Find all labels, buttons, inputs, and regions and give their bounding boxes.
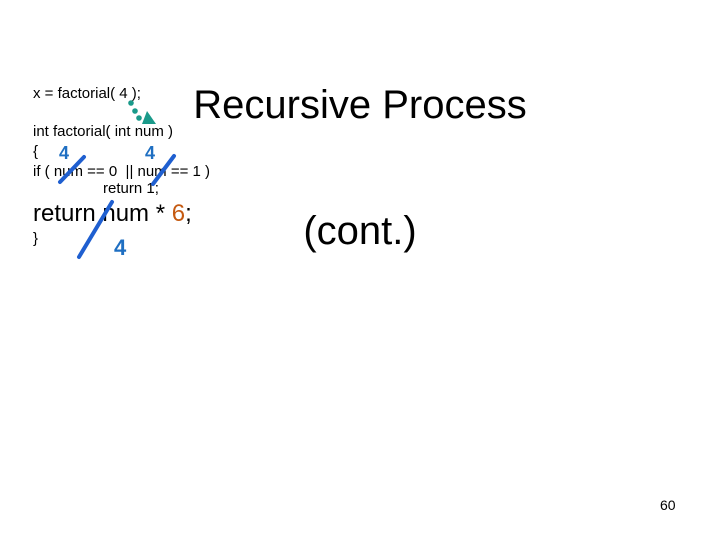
slide-title: Recursive Process (cont.) bbox=[170, 0, 550, 336]
return-value-highlight: 6 bbox=[171, 200, 186, 227]
return-recursive-statement: return num * 6; bbox=[33, 200, 192, 228]
page-number: 60 bbox=[660, 497, 676, 513]
call-statement: x = factorial( 4 ); bbox=[33, 85, 141, 102]
title-line-1: Recursive Process bbox=[193, 83, 527, 127]
arrow-dot-1 bbox=[128, 100, 134, 106]
return-suffix: ; bbox=[185, 200, 192, 227]
annotation-num-value-2: 4 bbox=[145, 143, 156, 163]
annotation-num-value-3: 4 bbox=[114, 235, 127, 260]
strike-num-3 bbox=[77, 200, 114, 259]
close-brace: } bbox=[33, 230, 39, 247]
return-base-case: return 1; bbox=[103, 180, 159, 197]
strike-num-1 bbox=[58, 155, 86, 184]
annotation-num-value-1: 4 bbox=[59, 143, 70, 163]
strike-num-2 bbox=[151, 154, 176, 186]
arrow-dot-3 bbox=[136, 115, 142, 121]
title-line-2: (cont.) bbox=[303, 209, 417, 253]
arrow-dot-2 bbox=[132, 108, 138, 114]
call-arrow-icon bbox=[128, 100, 156, 124]
return-prefix: return num * bbox=[33, 200, 172, 227]
arrow-head bbox=[142, 111, 156, 124]
open-brace: { bbox=[33, 143, 39, 160]
function-signature: int factorial( int num ) bbox=[33, 123, 174, 140]
